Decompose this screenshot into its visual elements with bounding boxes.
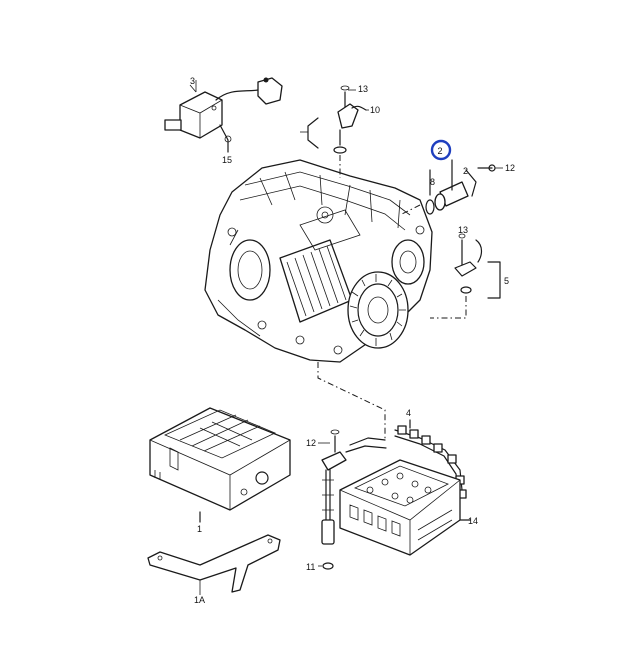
callout-3: 3: [190, 76, 195, 86]
part-14-valve-body: [339, 459, 471, 556]
callout-1a: 1A: [194, 595, 205, 605]
callout-15: 15: [222, 155, 232, 165]
callout-5: 5: [504, 276, 509, 286]
part-5-hardware: [430, 233, 501, 319]
part-1-control-unit: [149, 407, 291, 523]
callout-11: 11: [306, 562, 315, 572]
part-10-bracket: [300, 85, 367, 178]
highlight-ring: [430, 139, 452, 161]
callout-10: 10: [370, 105, 380, 115]
callout-2b: 2: [463, 166, 468, 176]
part-3-sensor: [164, 77, 283, 153]
leader-line-housing: [317, 362, 386, 440]
callout-12-right: 12: [505, 163, 515, 173]
callout-labels: 3 15 13 10 2 8 2 12 13 5 4 12 11 14 1 1A: [189, 76, 515, 605]
callout-13-top: 13: [358, 84, 368, 94]
transmission-housing: [204, 159, 433, 363]
callout-13-right: 13: [458, 225, 468, 235]
part-1a-bracket: [147, 534, 281, 595]
callout-1: 1: [197, 524, 202, 534]
callout-14: 14: [468, 516, 478, 526]
part-11-12-pin: [321, 429, 387, 570]
callout-8: 8: [430, 177, 435, 187]
callout-12-bottom: 12: [306, 438, 316, 448]
callout-2: 2: [438, 146, 443, 156]
callout-4: 4: [406, 408, 411, 418]
part-2-sensor: [399, 159, 496, 216]
